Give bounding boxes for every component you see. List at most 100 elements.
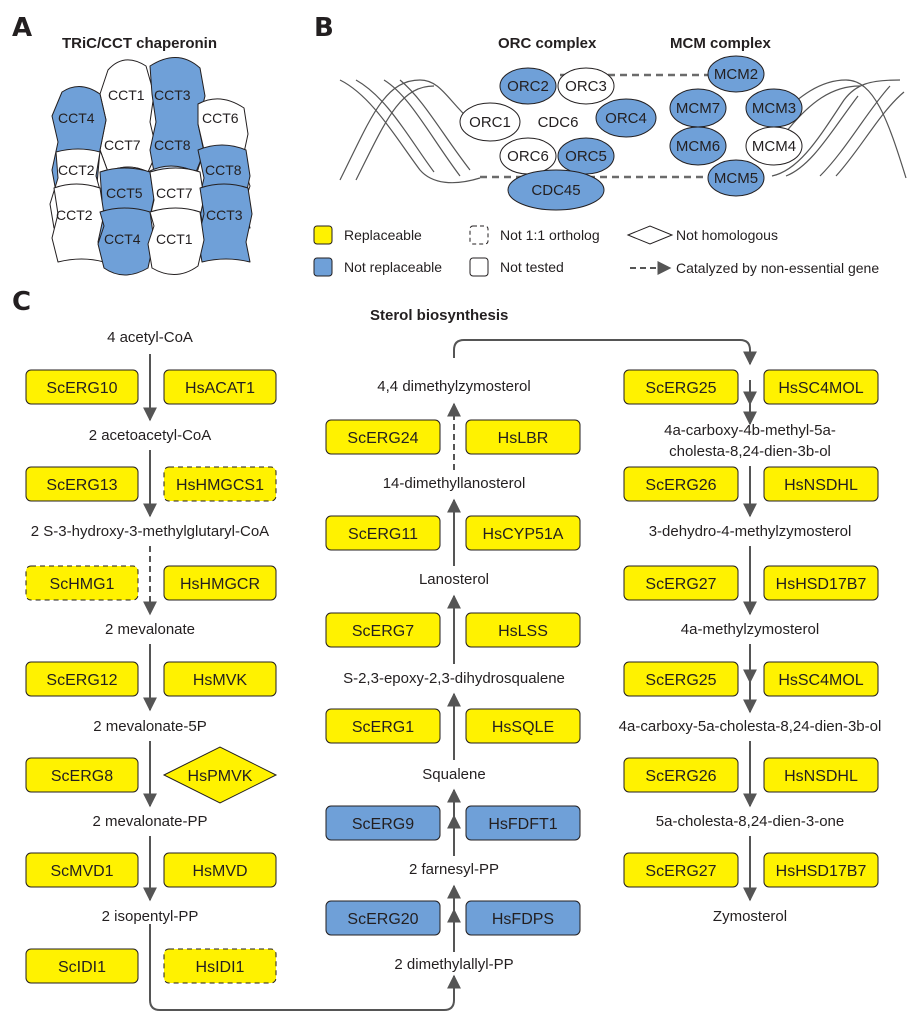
cct-label: CCT8 <box>154 137 191 153</box>
cct-label: CCT3 <box>206 207 243 223</box>
legend-swatch-not-tested <box>469 257 489 277</box>
gene-box <box>25 661 139 697</box>
gene-box <box>763 852 879 888</box>
gene-box <box>25 757 139 793</box>
gene-box <box>465 900 581 936</box>
gene-label: ScERG24 <box>347 430 418 447</box>
gene-label: ScERG7 <box>352 623 414 640</box>
gene-label: HsLSS <box>498 623 548 640</box>
cct-label: CCT1 <box>108 87 145 103</box>
gene-label: HsHSD17B7 <box>776 576 867 593</box>
legend-label: Not 1:1 ortholog <box>500 227 600 243</box>
orc-label: ORC6 <box>507 148 549 165</box>
metabolite-label: 4,4 dimethylzymosterol <box>377 378 530 395</box>
mcm4-node <box>745 126 803 166</box>
gene-box <box>163 852 277 888</box>
mcm-labels: MCM2 MCM7 MCM3 MCM6 MCM4 MCM5 <box>676 66 796 187</box>
mcm-label: MCM6 <box>676 138 720 155</box>
dna-helix-left <box>339 79 481 184</box>
gene-box <box>623 852 739 888</box>
gene-box <box>163 661 277 697</box>
gene-label: HsFDPS <box>492 911 554 928</box>
gene-label: HsSQLE <box>492 719 554 736</box>
cdc45-node <box>507 169 605 211</box>
orc-labels: ORC2 ORC3 ORC1 CDC6 ORC4 ORC6 ORC5 CDC45 <box>469 78 647 199</box>
mcm5-node <box>707 159 765 197</box>
gene-box <box>763 661 879 697</box>
gene-label: HsSC4MOL <box>778 672 863 689</box>
orc4-node <box>595 98 657 138</box>
mcm-label: MCM4 <box>752 138 796 155</box>
gene-box <box>25 369 139 405</box>
gene-box <box>763 565 879 601</box>
gene-label: HsHSD17B7 <box>776 863 867 880</box>
orc-complex-title: ORC complex <box>498 35 597 52</box>
cct-subunit-shape <box>197 183 253 263</box>
gene-box-not-ortholog <box>25 565 139 601</box>
metabolite-label: 4a-carboxy-5a-cholesta-8,24-dien-3b-ol <box>619 718 882 735</box>
gene-label: ScERG27 <box>645 863 716 880</box>
gene-box <box>623 565 739 601</box>
cct-label: CCT7 <box>104 137 141 153</box>
metabolite-label: 2 dimethylallyl-PP <box>394 956 513 973</box>
gene-box <box>325 900 441 936</box>
gene-box <box>25 948 139 984</box>
cct-label: CCT2 <box>56 207 93 223</box>
metabolite-label: 4a-carboxy-4b-methyl-5a- <box>664 422 836 439</box>
gene-label: HsACAT1 <box>185 380 255 397</box>
metabolite-label: 2 mevalonate-PP <box>92 813 207 830</box>
legend-swatch-not-replaceable <box>313 257 333 277</box>
gene-box <box>465 419 581 455</box>
gene-box <box>623 466 739 502</box>
gene-box <box>465 515 581 551</box>
metabolite-label: 2 mevalonate-5P <box>93 718 206 735</box>
gene-label: ScMVD1 <box>50 863 113 880</box>
orc-label: ORC2 <box>507 78 549 95</box>
legend-label: Not tested <box>500 259 564 275</box>
legend-label: Replaceable <box>344 227 422 243</box>
legend-diamond-not-homologous <box>626 225 674 245</box>
gene-box <box>465 805 581 841</box>
gene-box <box>623 757 739 793</box>
cct-label: CCT4 <box>104 231 141 247</box>
gene-label: ScERG20 <box>347 911 418 928</box>
legend-label: Not homologous <box>676 227 778 243</box>
gene-box <box>163 565 277 601</box>
legend-swatch-not-ortholog <box>469 225 489 245</box>
cct-subunit-shape <box>51 183 105 263</box>
mcm-label: MCM7 <box>676 100 720 117</box>
gene-box <box>325 612 441 648</box>
legend-label: Not replaceable <box>344 259 442 275</box>
panel-c-letter: C <box>12 287 31 317</box>
cct-label: CCT4 <box>58 110 95 126</box>
gene-box <box>25 466 139 502</box>
orc3-node <box>557 67 615 105</box>
metabolite-label: 4a-methylzymosterol <box>681 621 819 638</box>
orc-label: ORC3 <box>565 78 607 95</box>
gene-label: ScIDI1 <box>58 959 106 976</box>
gene-label: ScERG13 <box>46 477 117 494</box>
cct-label: CCT5 <box>106 185 143 201</box>
gene-box <box>465 708 581 744</box>
metabolite-label: Lanosterol <box>419 571 489 588</box>
column-1-genes: ScERG10 HsACAT1 ScERG13 HsHMGCS1 ScHMG1 … <box>25 369 278 984</box>
sterol-biosynthesis-title: Sterol biosynthesis <box>370 307 508 324</box>
gene-label: ScERG9 <box>352 816 414 833</box>
cct-labels: CCT1 CCT3 CCT4 CCT6 CCT7 CCT8 CCT2 CCT8 … <box>56 87 243 247</box>
gene-label: ScERG26 <box>645 477 716 494</box>
gene-box <box>763 369 879 405</box>
gene-box <box>163 369 277 405</box>
metabolite-label: 2 farnesyl-PP <box>409 861 499 878</box>
gene-label: HsLBR <box>498 430 549 447</box>
orc-label: ORC1 <box>469 114 511 131</box>
metabolite-label: S-2,3-epoxy-2,3-dihydrosqualene <box>343 670 565 687</box>
gene-box <box>623 369 739 405</box>
gene-box-not-ortholog <box>163 948 277 984</box>
metabolite-label: 2 S-3-hydroxy-3-methylglutaryl-CoA <box>31 523 269 540</box>
legend: Replaceable Not replaceable Not 1:1 orth… <box>313 225 879 277</box>
metabolite-label: 2 mevalonate <box>105 621 195 638</box>
mcm-label: MCM3 <box>752 100 796 117</box>
mcm-complex <box>669 55 803 197</box>
gene-label: ScERG27 <box>645 576 716 593</box>
